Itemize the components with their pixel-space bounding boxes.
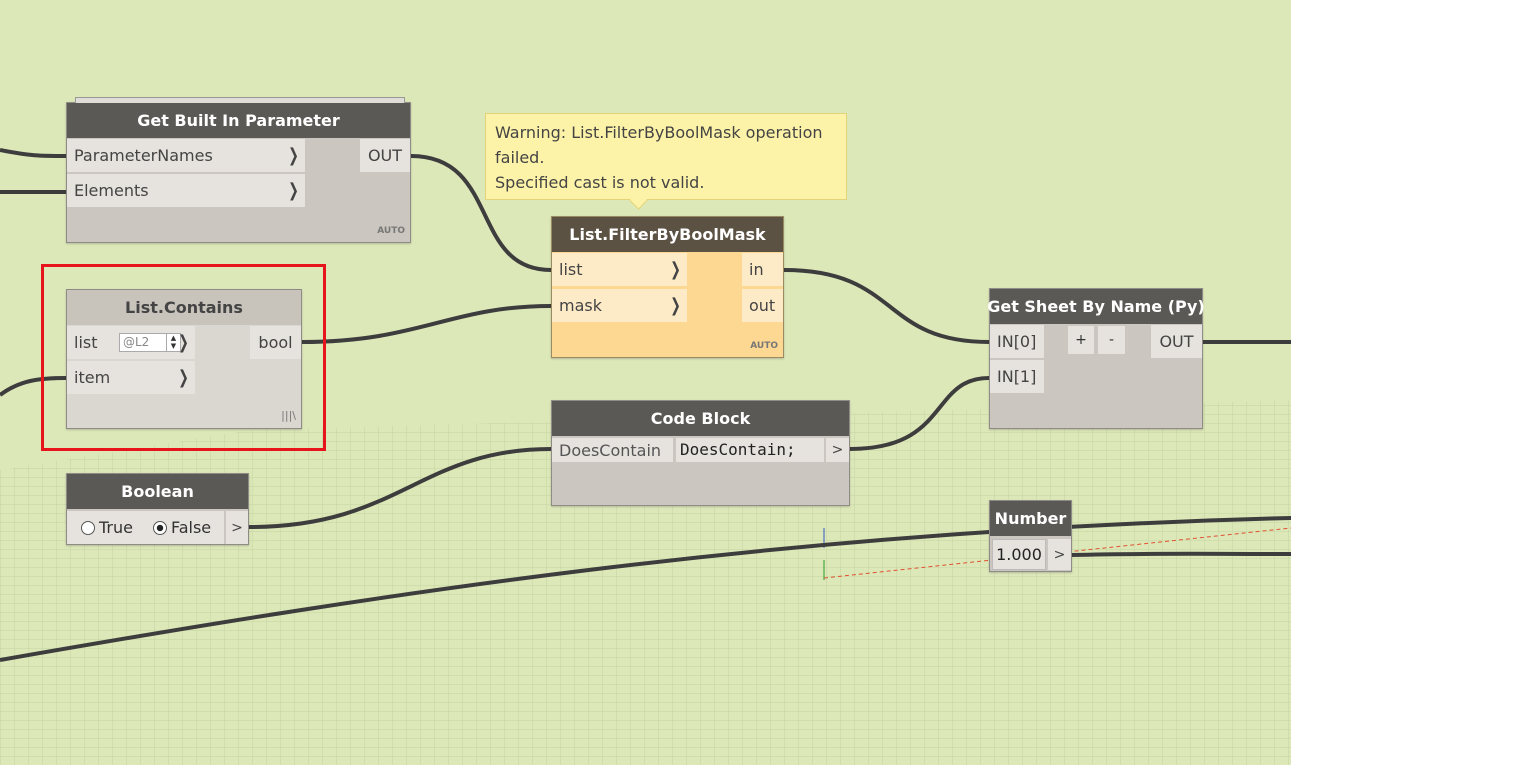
wire (0, 516, 1291, 662)
node-number[interactable]: Number 1.000 > (989, 500, 1072, 572)
list-level-value: @L2 (123, 335, 150, 349)
port-label: list (74, 333, 98, 352)
output-port-out[interactable]: out (742, 289, 783, 322)
wire (1071, 551, 1291, 557)
stepper-arrows-icon[interactable]: ▲▼ (166, 334, 180, 351)
port-label: mask (559, 296, 602, 315)
node-title: Code Block (552, 401, 849, 436)
chevron-right-icon: ❯ (670, 259, 681, 280)
chevron-right-icon: ❯ (178, 367, 189, 388)
code-editor[interactable]: DoesContain; (676, 438, 824, 462)
input-port-parameternames[interactable]: ParameterNames ❯ (67, 139, 305, 172)
wire (0, 376, 67, 397)
warning-tooltip: Warning: List.FilterByBoolMask operation… (485, 113, 847, 200)
list-level-stepper[interactable]: @L2 ▲▼ (119, 333, 181, 352)
chevron-right-icon: ❯ (288, 145, 299, 166)
port-label: list (559, 260, 583, 279)
node-list-filterbyboolmask[interactable]: List.FilterByBoolMask list ❯ mask ❯ in out… (551, 216, 784, 358)
output-port[interactable]: > (826, 438, 849, 462)
wires (0, 148, 1291, 662)
input-port-mask[interactable]: mask ❯ (552, 289, 687, 322)
highlight-rectangle (41, 264, 326, 451)
radio-true[interactable] (81, 520, 95, 535)
radio-false[interactable] (152, 520, 167, 535)
input-port-doescontain[interactable]: DoesContain (552, 438, 673, 462)
lacing-label: AUTO (377, 226, 405, 236)
wire (410, 154, 552, 272)
node-title: Number (990, 501, 1071, 536)
port-label: Elements (74, 181, 149, 200)
node-list-contains[interactable]: List.Contains list @L2 ▲▼ ❯ item ❯ bool ||… (66, 289, 302, 429)
port-label: ParameterNames (74, 146, 213, 165)
node-title: Get Built In Parameter (67, 103, 410, 138)
node-boolean[interactable]: Boolean True False > (66, 473, 249, 545)
remove-input-button[interactable]: - (1098, 326, 1125, 354)
lacing-label: AUTO (750, 341, 778, 351)
node-title: Boolean (67, 474, 248, 509)
radio-true-label: True (99, 518, 133, 537)
wire (849, 376, 990, 451)
chevron-right-icon: ❯ (288, 180, 299, 201)
output-port-bool[interactable]: bool (250, 326, 301, 359)
node-title: List.Contains (67, 290, 301, 325)
add-input-button[interactable]: + (1068, 326, 1094, 354)
chevron-right-icon: ❯ (178, 332, 189, 353)
output-port-in[interactable]: in (742, 253, 783, 286)
chevron-right-icon: ❯ (670, 295, 681, 316)
input-port-list[interactable]: list @L2 ▲▼ ❯ (67, 326, 195, 359)
port-label: item (74, 368, 111, 387)
wire (783, 268, 990, 344)
wire (0, 148, 67, 158)
warning-detail: Specified cast is not valid. (495, 173, 705, 192)
radio-false-label: False (170, 518, 212, 537)
node-get-sheet-by-name[interactable]: Get Sheet By Name (Py) IN[0] IN[1] + - O… (987, 288, 1205, 429)
output-port-out[interactable]: OUT (1151, 325, 1202, 358)
wire (248, 447, 552, 529)
node-title: Get Sheet By Name (Py) (987, 289, 1205, 324)
lacing-label: |||\ (281, 409, 296, 422)
input-port-list[interactable]: list ❯ (552, 253, 687, 286)
wire (301, 304, 552, 344)
input-port-in0[interactable]: IN[0] (990, 325, 1044, 358)
node-code-block[interactable]: Code Block DoesContain DoesContain; > (551, 400, 850, 506)
number-input[interactable]: 1.000 (992, 539, 1046, 570)
node-get-built-in-parameter[interactable]: Get Built In Parameter ParameterNames ❯ E… (66, 97, 411, 243)
output-port[interactable]: > (226, 511, 248, 544)
node-title: List.FilterByBoolMask (552, 217, 783, 252)
warning-message: Warning: List.FilterByBoolMask operation… (495, 123, 823, 167)
output-port-out[interactable]: OUT (360, 139, 410, 172)
graph-canvas[interactable]: Get Built In Parameter ParameterNames ❯ E… (0, 0, 1291, 765)
input-port-item[interactable]: item ❯ (67, 361, 195, 394)
input-port-elements[interactable]: Elements ❯ (67, 174, 305, 207)
output-port[interactable]: > (1048, 539, 1071, 570)
input-port-in1[interactable]: IN[1] (990, 360, 1044, 393)
